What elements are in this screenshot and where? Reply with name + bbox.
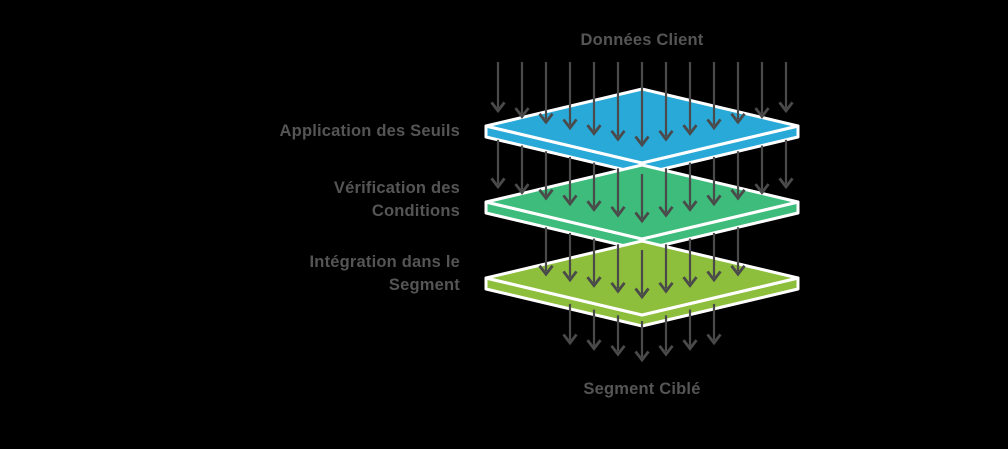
flow-arrow-head bbox=[778, 177, 794, 190]
input-arrow-head bbox=[538, 112, 554, 125]
input-data-label: Données Client bbox=[580, 31, 704, 49]
label-line: Vérification des bbox=[333, 179, 460, 197]
flow-arrow-head bbox=[490, 177, 506, 190]
flow-arrow-head bbox=[682, 276, 698, 288]
input-arrow-head bbox=[490, 101, 506, 114]
input-arrow-head bbox=[634, 135, 650, 148]
input-arrow-head bbox=[754, 107, 770, 119]
flow-arrow-head bbox=[586, 276, 602, 288]
input-arrow-head bbox=[778, 101, 794, 114]
input-arrow-head bbox=[682, 124, 698, 136]
output-arrow-head bbox=[658, 344, 674, 357]
label-line: Segment bbox=[388, 276, 460, 294]
input-arrow-head bbox=[586, 124, 602, 136]
flow-arrow-head bbox=[562, 270, 578, 283]
flow-arrow-head bbox=[754, 183, 770, 195]
flow-arrow-head bbox=[562, 194, 578, 207]
input-arrow-head bbox=[562, 118, 578, 131]
output-segment-label: Segment Ciblé bbox=[583, 380, 701, 398]
flow-arrow-head bbox=[682, 200, 698, 212]
flow-arrow-head bbox=[730, 264, 746, 277]
input-arrow-head bbox=[706, 118, 722, 131]
flow-arrow-head bbox=[586, 200, 602, 212]
flow-arrow-head bbox=[634, 287, 650, 300]
label-line: Conditions bbox=[371, 202, 460, 220]
input-arrow-head bbox=[610, 129, 626, 142]
flow-arrow-head bbox=[538, 188, 554, 201]
output-arrow-head bbox=[586, 339, 602, 351]
layer-label-application-des-seuils: Application des Seuils bbox=[140, 120, 460, 143]
output-arrow-head bbox=[562, 333, 578, 346]
flow-arrow-head bbox=[658, 281, 674, 294]
flow-arrow-head bbox=[730, 188, 746, 201]
layer-label-verification-des-conditions: Vérification des Conditions bbox=[140, 177, 460, 223]
flow-arrow-head bbox=[658, 205, 674, 218]
output-arrow-head bbox=[610, 344, 626, 357]
label-line: Application des Seuils bbox=[279, 122, 460, 140]
flow-arrow-head bbox=[706, 270, 722, 283]
flow-arrow-head bbox=[514, 183, 530, 195]
output-arrow-head bbox=[682, 339, 698, 351]
output-arrow-head bbox=[634, 350, 650, 363]
layer-label-integration-dans-le-segment: Intégration dans le Segment bbox=[140, 251, 460, 297]
label-line: Intégration dans le bbox=[309, 253, 460, 271]
flow-arrow-head bbox=[610, 281, 626, 294]
input-arrow-head bbox=[514, 107, 530, 119]
flow-arrow-head bbox=[610, 205, 626, 218]
flow-arrow-head bbox=[538, 264, 554, 277]
input-arrow-head bbox=[730, 112, 746, 125]
flow-arrow-head bbox=[706, 194, 722, 207]
input-arrow-head bbox=[658, 129, 674, 142]
flow-arrow-head bbox=[634, 211, 650, 224]
output-arrow-head bbox=[706, 333, 722, 346]
